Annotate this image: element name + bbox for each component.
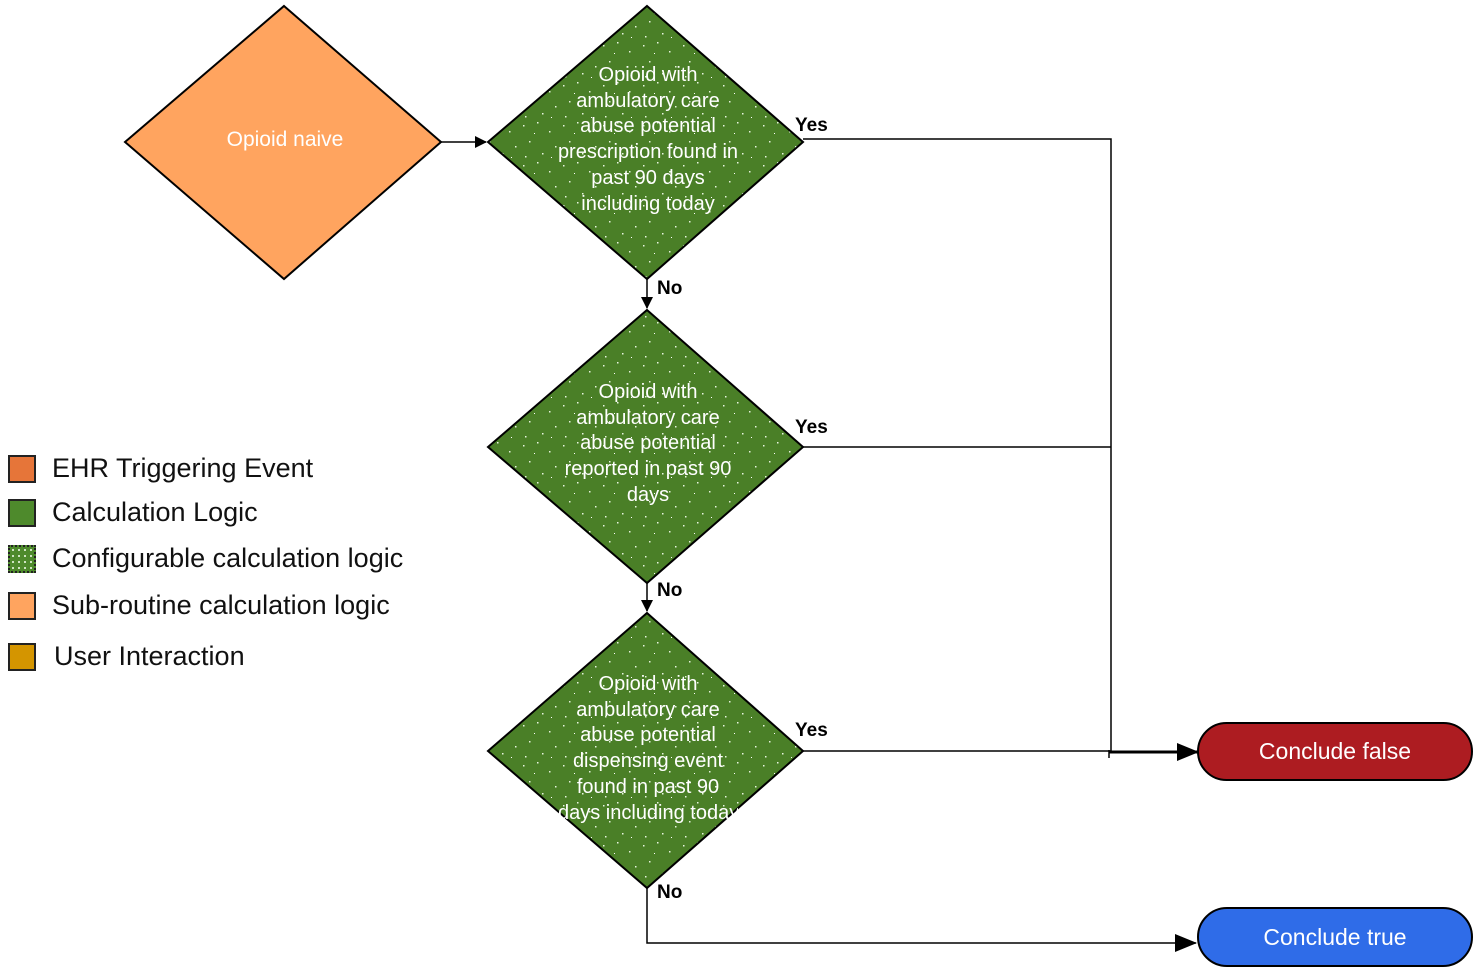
decision-3-label: Opioid with ambulatory care abuse potent… [558, 673, 738, 824]
edge-label-yes-1: Yes [795, 115, 828, 136]
legend-label: EHR Triggering Event [52, 453, 314, 483]
legend-item-configurable-calculation-logic: Configurable calculation logic [8, 543, 403, 574]
conclude-true-label: Conclude true [1263, 923, 1407, 950]
decision-1-label: Opioid with ambulatory care abuse potent… [557, 64, 739, 215]
edge-decision1-yes [803, 138, 1112, 752]
decision-2-label: Opioid with ambulatory care abuse potent… [564, 381, 732, 506]
edge-label-no-3: No [657, 882, 683, 903]
legend-label: User Interaction [54, 641, 245, 671]
legend-label: Configurable calculation logic [52, 543, 404, 573]
legend-label: Calculation Logic [52, 497, 258, 527]
conclude-false-label: Conclude false [1258, 738, 1412, 764]
edge-label-yes-2: Yes [795, 417, 828, 438]
legend-item-sub-routine-calculation-logic: Sub-routine calculation logic [8, 590, 390, 621]
edge-label-no-1: No [657, 278, 683, 299]
legend-swatch-green [8, 498, 36, 527]
edge-label-yes-3: Yes [795, 720, 828, 741]
legend-swatch-light-orange [8, 591, 36, 620]
legend-item-calculation-logic: Calculation Logic [8, 497, 258, 528]
legend-label: Sub-routine calculation logic [52, 590, 390, 620]
edge-decision3-no [646, 888, 1197, 952]
start-node-shape [123, 4, 443, 281]
legend-item-ehr-triggering-event: EHR Triggering Event [8, 453, 313, 484]
start-node-label: Opioid naive [226, 128, 344, 151]
conclude-true-node: Conclude true [1197, 907, 1473, 967]
legend-swatch-gold [8, 642, 36, 671]
conclude-false-node: Conclude false [1197, 722, 1473, 781]
edge-label-no-2: No [657, 580, 683, 601]
legend-swatch-speckled-green [8, 544, 36, 573]
legend-item-user-interaction: User Interaction [8, 641, 245, 672]
legend-swatch-orange [8, 454, 36, 483]
